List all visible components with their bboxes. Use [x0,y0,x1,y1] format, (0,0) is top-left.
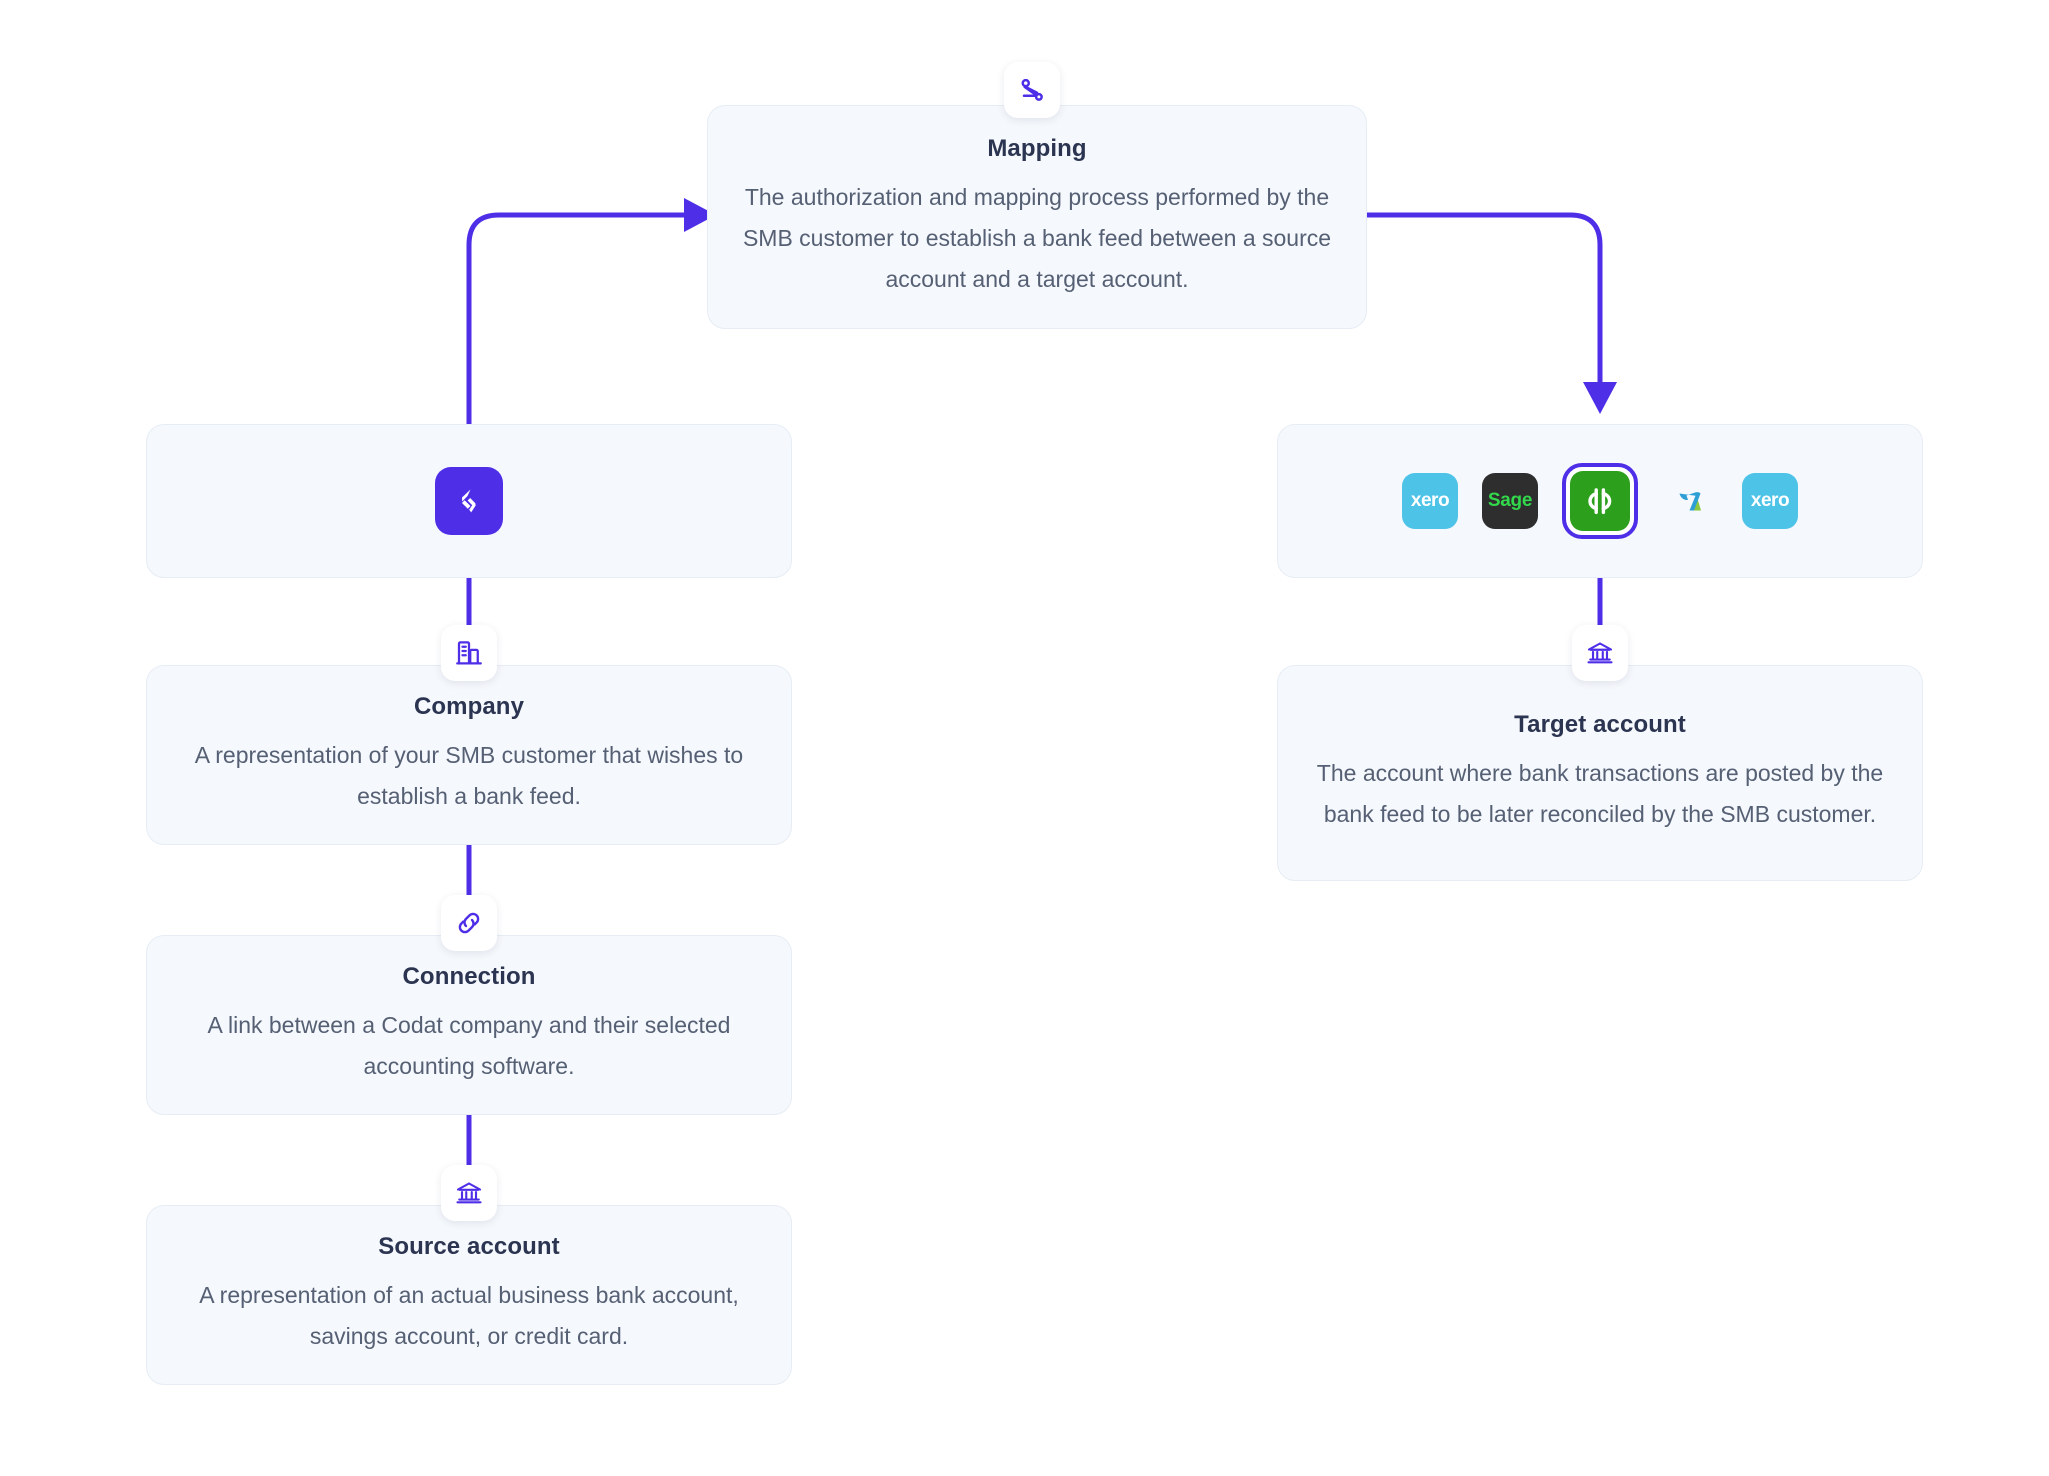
mapping-description: The authorization and mapping process pe… [742,183,1332,292]
edge-codat-to-mapping [466,198,716,427]
connection-description: A link between a Codat company and their… [207,1012,731,1079]
platform-logo-quickbooks-selected[interactable] [1562,463,1638,539]
target-account-description: The account where bank transactions are … [1316,760,1884,827]
platform-logo-sage[interactable]: Sage [1482,473,1538,529]
edge-mapping-to-platforms [1361,212,1617,414]
node-company: Company A representation of your SMB cus… [146,665,792,845]
source-account-description: A representation of an actual business b… [199,1282,739,1349]
route-icon [1004,62,1060,118]
company-title: Company [413,693,525,720]
freeagent-icon [1679,492,1701,511]
xero-wordmark-2: xero [1750,490,1790,511]
bank-icon [1572,625,1628,681]
xero-wordmark: xero [1410,490,1450,511]
building-icon [441,625,497,681]
codat-logo-icon [435,467,503,535]
platform-logo-row: xero Sage [1402,463,1798,539]
company-description: A representation of your SMB customer th… [194,742,744,809]
mapping-title: Mapping [987,134,1087,162]
bank-icon [441,1165,497,1221]
platform-logo-xero-1[interactable]: xero [1402,473,1458,529]
platform-logo-xero-2[interactable]: xero [1742,473,1798,529]
node-platforms: xero Sage [1277,424,1923,578]
target-account-title: Target account [1514,711,1686,738]
node-mapping: Mapping The authorization and mapping pr… [707,105,1367,329]
link-icon [441,895,497,951]
node-target-account: Target account The account where bank tr… [1277,665,1923,881]
connection-title: Connection [402,963,536,990]
quickbooks-icon [1570,471,1630,531]
node-codat [146,424,792,578]
platform-logo-freeagent[interactable] [1662,473,1718,529]
node-source-account: Source account A representation of an ac… [146,1205,792,1385]
source-account-title: Source account [378,1233,560,1260]
node-connection: Connection A link between a Codat compan… [146,935,792,1115]
sage-wordmark: Sage [1487,490,1533,511]
